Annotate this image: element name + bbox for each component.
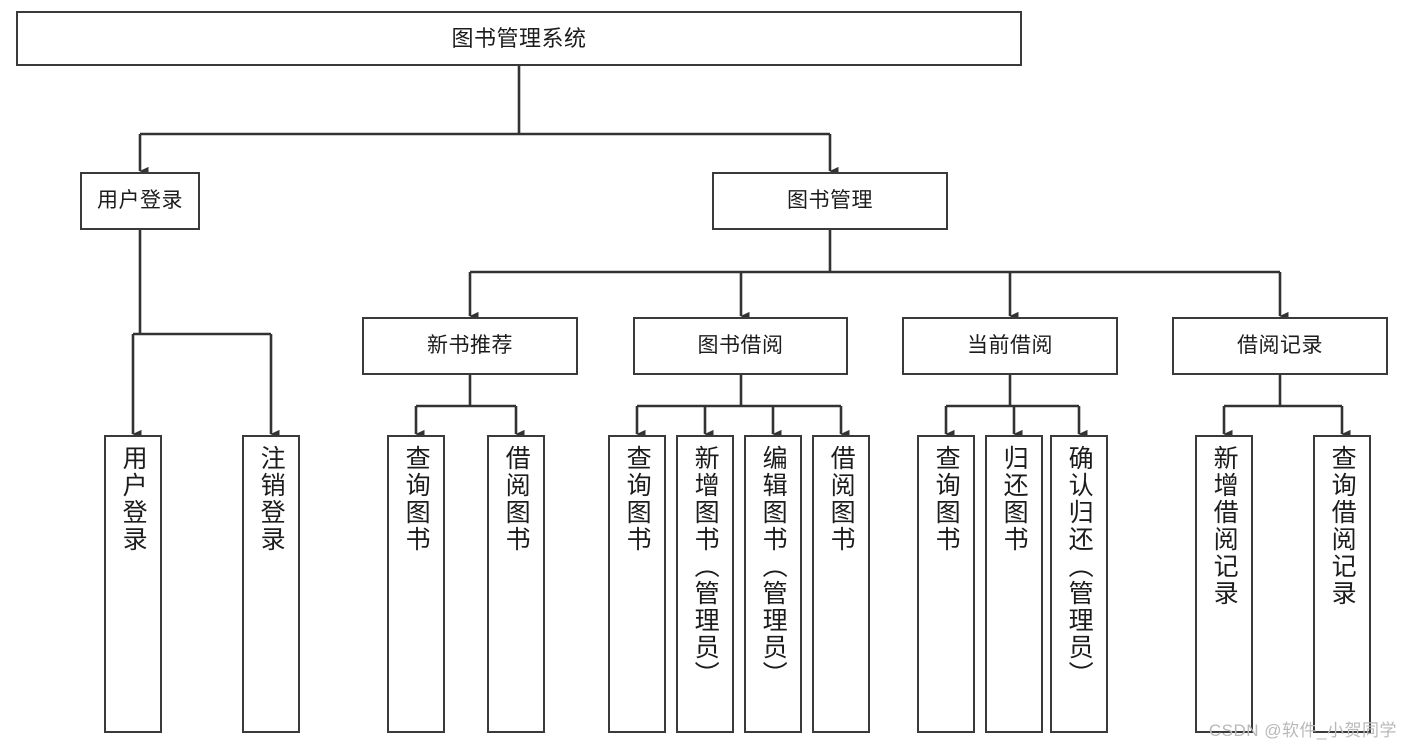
node-label: 查询借阅记录 (1328, 445, 1357, 607)
node-loan-record[interactable]: 借阅记录 (1172, 317, 1388, 375)
node-label: 图书管理系统 (451, 25, 587, 51)
node-label: 确认归还（管理员） (1065, 445, 1094, 688)
watermark-label: CSDN @软件_小贺同学 (1208, 721, 1397, 740)
node-label: 查询图书 (623, 445, 652, 553)
node-label: 新增图书（管理员） (691, 445, 720, 688)
node-leaf-borrow-edit[interactable]: 编辑图书（管理员） (744, 435, 802, 733)
node-book-mgmt[interactable]: 图书管理 (712, 172, 948, 230)
node-label: 注销登录 (257, 445, 286, 553)
node-new-book-rec[interactable]: 新书推荐 (362, 317, 578, 375)
node-leaf-borrow-query[interactable]: 查询图书 (608, 435, 666, 733)
node-label: 当前借阅 (967, 333, 1053, 357)
node-leaf-user-login[interactable]: 用户登录 (104, 435, 162, 733)
node-current-loan[interactable]: 当前借阅 (902, 317, 1118, 375)
node-leaf-borrow-add[interactable]: 新增图书（管理员） (676, 435, 734, 733)
node-leaf-cur-confirm[interactable]: 确认归还（管理员） (1050, 435, 1108, 733)
node-label: 图书借阅 (697, 333, 784, 357)
node-leaf-user-logout[interactable]: 注销登录 (242, 435, 300, 733)
node-label: 图书管理 (787, 188, 873, 212)
node-root[interactable]: 图书管理系统 (16, 11, 1022, 66)
node-leaf-cur-return[interactable]: 归还图书 (985, 435, 1043, 733)
node-user-login[interactable]: 用户登录 (80, 172, 200, 230)
node-label: 借阅图书 (502, 445, 531, 553)
node-book-borrow[interactable]: 图书借阅 (633, 317, 848, 375)
node-label: 归还图书 (1000, 445, 1029, 553)
node-leaf-rec-query[interactable]: 查询图书 (387, 435, 445, 733)
node-label: 查询图书 (402, 445, 431, 553)
node-label: 查询图书 (932, 445, 961, 553)
node-label: 编辑图书（管理员） (759, 445, 788, 688)
node-leaf-borrow-lend[interactable]: 借阅图书 (812, 435, 870, 733)
node-leaf-rec-query2[interactable]: 查询借阅记录 (1313, 435, 1371, 733)
edge-group (131, 66, 1351, 439)
node-label: 新书推荐 (427, 333, 513, 357)
node-leaf-rec-add[interactable]: 新增借阅记录 (1195, 435, 1253, 733)
node-leaf-cur-query[interactable]: 查询图书 (917, 435, 975, 733)
node-leaf-rec-borrow[interactable]: 借阅图书 (487, 435, 545, 733)
node-label: 借阅图书 (827, 445, 856, 553)
node-label: 用户登录 (119, 445, 148, 553)
node-label: 借阅记录 (1237, 333, 1323, 357)
node-label: 用户登录 (97, 188, 183, 212)
node-label: 新增借阅记录 (1210, 445, 1239, 607)
